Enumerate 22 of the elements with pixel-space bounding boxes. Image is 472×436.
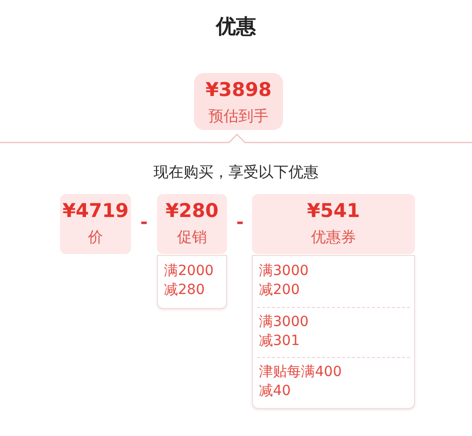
- price-value: ¥280: [164, 199, 220, 224]
- coupon-box: [252, 255, 415, 409]
- price-box: [157, 194, 227, 254]
- coupon-text: 满3000 减301: [259, 313, 309, 351]
- price-box: [60, 194, 131, 254]
- price-value: ¥541: [306, 199, 361, 224]
- price-box: [252, 194, 415, 254]
- price-label: 促销: [176, 227, 208, 248]
- price-value: ¥4719: [61, 199, 130, 224]
- coupon-text: 满3000 减200: [259, 262, 309, 300]
- coupon-text: 津贴每满400 减40: [259, 363, 342, 401]
- price-label: 价: [87, 227, 104, 248]
- price-label: 优惠券: [310, 227, 357, 248]
- subtitle-text: 现在购买，享受以下优惠: [152, 162, 320, 183]
- title: 优惠: [214, 13, 257, 40]
- coupon-box: [157, 255, 227, 309]
- minus-sign: -: [235, 211, 245, 235]
- coupon-text: 满2000 减280: [164, 262, 214, 300]
- price-value: ¥3898: [204, 78, 273, 103]
- price-label: 预估到手: [208, 106, 270, 127]
- price-box: [194, 73, 283, 130]
- minus-sign: -: [139, 211, 149, 235]
